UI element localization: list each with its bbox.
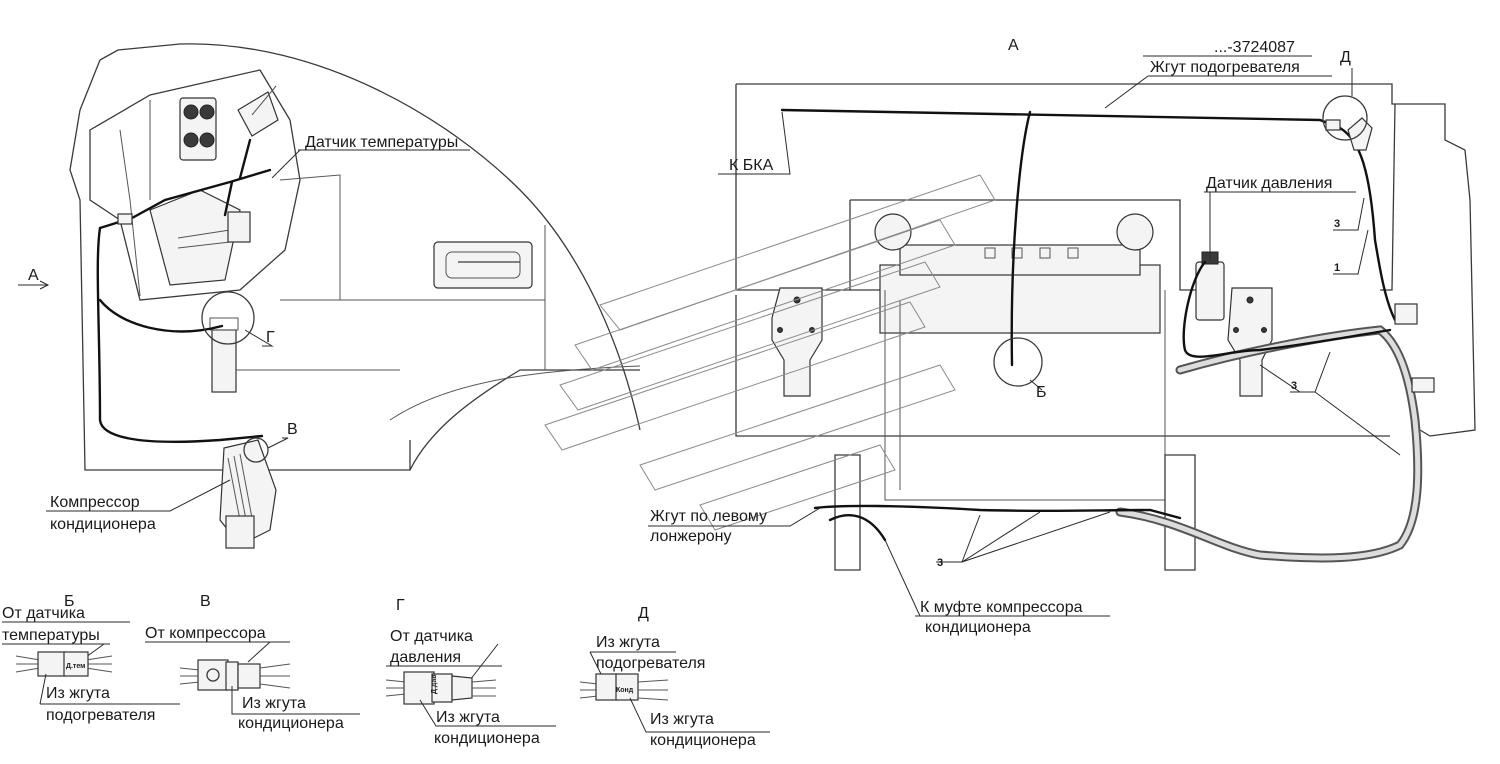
detail-v: В От компрессора Из жгута кондиционера — [145, 593, 360, 732]
detail-b-from-line2: температуры — [2, 627, 100, 644]
position-1: 1 — [1334, 262, 1340, 274]
detail-circle-v — [243, 437, 269, 463]
position-3-right: 3 — [1291, 380, 1297, 392]
detail-d-to-line2: кондиционера — [650, 732, 756, 749]
to-bka-label: К БКА — [729, 157, 774, 174]
detail-g: Г От датчика давления Д.дав Из жгута кон… — [385, 597, 556, 747]
detail-g-marking: Д.дав — [431, 674, 438, 694]
detail-circle-b — [993, 337, 1043, 387]
watermark-logo — [544, 174, 996, 531]
detail-b-title: Б — [64, 593, 75, 610]
left-view-cab-side — [69, 43, 641, 549]
detail-g-to-line2: кондиционера — [434, 730, 540, 747]
detail-d-to-line1: Из жгута — [650, 711, 714, 728]
detail-b-to-line2: подогревателя — [46, 707, 155, 724]
detail-v-title: В — [200, 593, 211, 610]
left-spar-label-line1: Жгут по левому — [650, 508, 767, 525]
position-3-bottom: 3 — [937, 557, 943, 569]
detail-g-title: Г — [396, 597, 405, 614]
view-g-marker: Г — [266, 329, 275, 346]
view-v-marker: В — [287, 421, 298, 438]
detail-circle-d — [1322, 95, 1368, 141]
leader-lines — [18, 55, 1401, 617]
position-3-top: 3 — [1334, 218, 1340, 230]
view-a-title: А — [1008, 37, 1019, 54]
temperature-sensor-label: Датчик температуры — [305, 134, 458, 151]
detail-d-marking: Конд — [616, 687, 634, 694]
detail-g-from-line1: От датчика — [390, 628, 473, 645]
pressure-sensor-label: Датчик давления — [1206, 175, 1332, 192]
compressor-label-line2: кондиционера — [50, 516, 156, 533]
view-b-marker: Б — [1036, 384, 1047, 401]
right-view-frame — [735, 83, 1476, 571]
view-d-marker: Д — [1340, 49, 1351, 66]
detail-v-to-line1: Из жгута — [242, 695, 306, 712]
detail-b-marking: Д.тем — [66, 663, 85, 670]
detail-v-to-line2: кондиционера — [238, 715, 344, 732]
clutch-label-line1: К муфте компрессора — [920, 599, 1083, 616]
detail-g-to-line1: Из жгута — [436, 709, 500, 726]
detail-circle-g — [201, 291, 255, 345]
detail-v-from-line1: От компрессора — [145, 625, 266, 642]
clutch-label-line2: кондиционера — [925, 619, 1031, 636]
view-a-arrow-label: А — [28, 267, 39, 284]
heater-harness-label: Жгут подогревателя — [1150, 59, 1300, 76]
detail-d: Д Из жгута подогревателя Конд Из жгута к… — [579, 605, 770, 749]
detail-d-from-line2: подогревателя — [596, 655, 705, 672]
detail-b-to-line1: Из жгута — [46, 685, 110, 702]
detail-b: Б От датчика температуры Д.тем Из жгута … — [2, 593, 180, 724]
left-spar-label-line2: лонжерону — [650, 528, 731, 545]
harness-number-label: ...-3724087 — [1214, 39, 1295, 56]
detail-d-from-line1: Из жгута — [596, 634, 660, 651]
detail-g-from-line2: давления — [390, 649, 461, 666]
detail-b-from-line1: От датчика — [2, 605, 85, 622]
detail-d-title: Д — [638, 605, 649, 622]
compressor-label-line1: Компрессор — [50, 494, 140, 511]
